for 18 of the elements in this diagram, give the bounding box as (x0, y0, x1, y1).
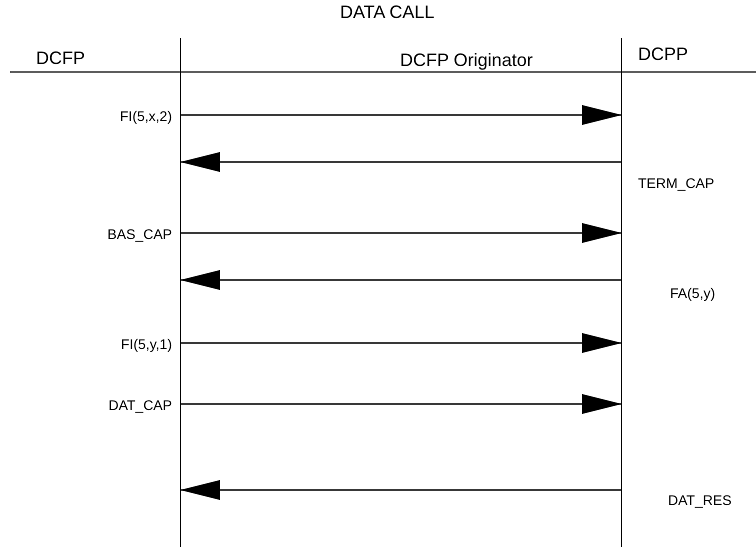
participant-label: DCFP Originator (400, 50, 533, 70)
message-arrow (180, 333, 622, 353)
message-arrow (180, 152, 622, 172)
message-arrow (180, 105, 622, 125)
message-arrow (180, 394, 622, 414)
diagram-title: DATA CALL (340, 2, 434, 22)
message-label: DAT_RES (668, 492, 732, 508)
message-label: FI(5,x,2) (120, 108, 172, 124)
participant-name: DCPP (638, 44, 688, 64)
message-arrow (180, 270, 622, 290)
message-label: FA(5,y) (670, 285, 716, 301)
participant-name: DCFP (36, 48, 85, 68)
message-arrow (180, 480, 622, 500)
message-label: DAT_CAP (108, 397, 172, 413)
message-label: BAS_CAP (107, 226, 172, 242)
message-label: TERM_CAP (638, 175, 714, 191)
message-arrow (180, 223, 622, 243)
message-label: FI(5,y,1) (120, 336, 172, 352)
